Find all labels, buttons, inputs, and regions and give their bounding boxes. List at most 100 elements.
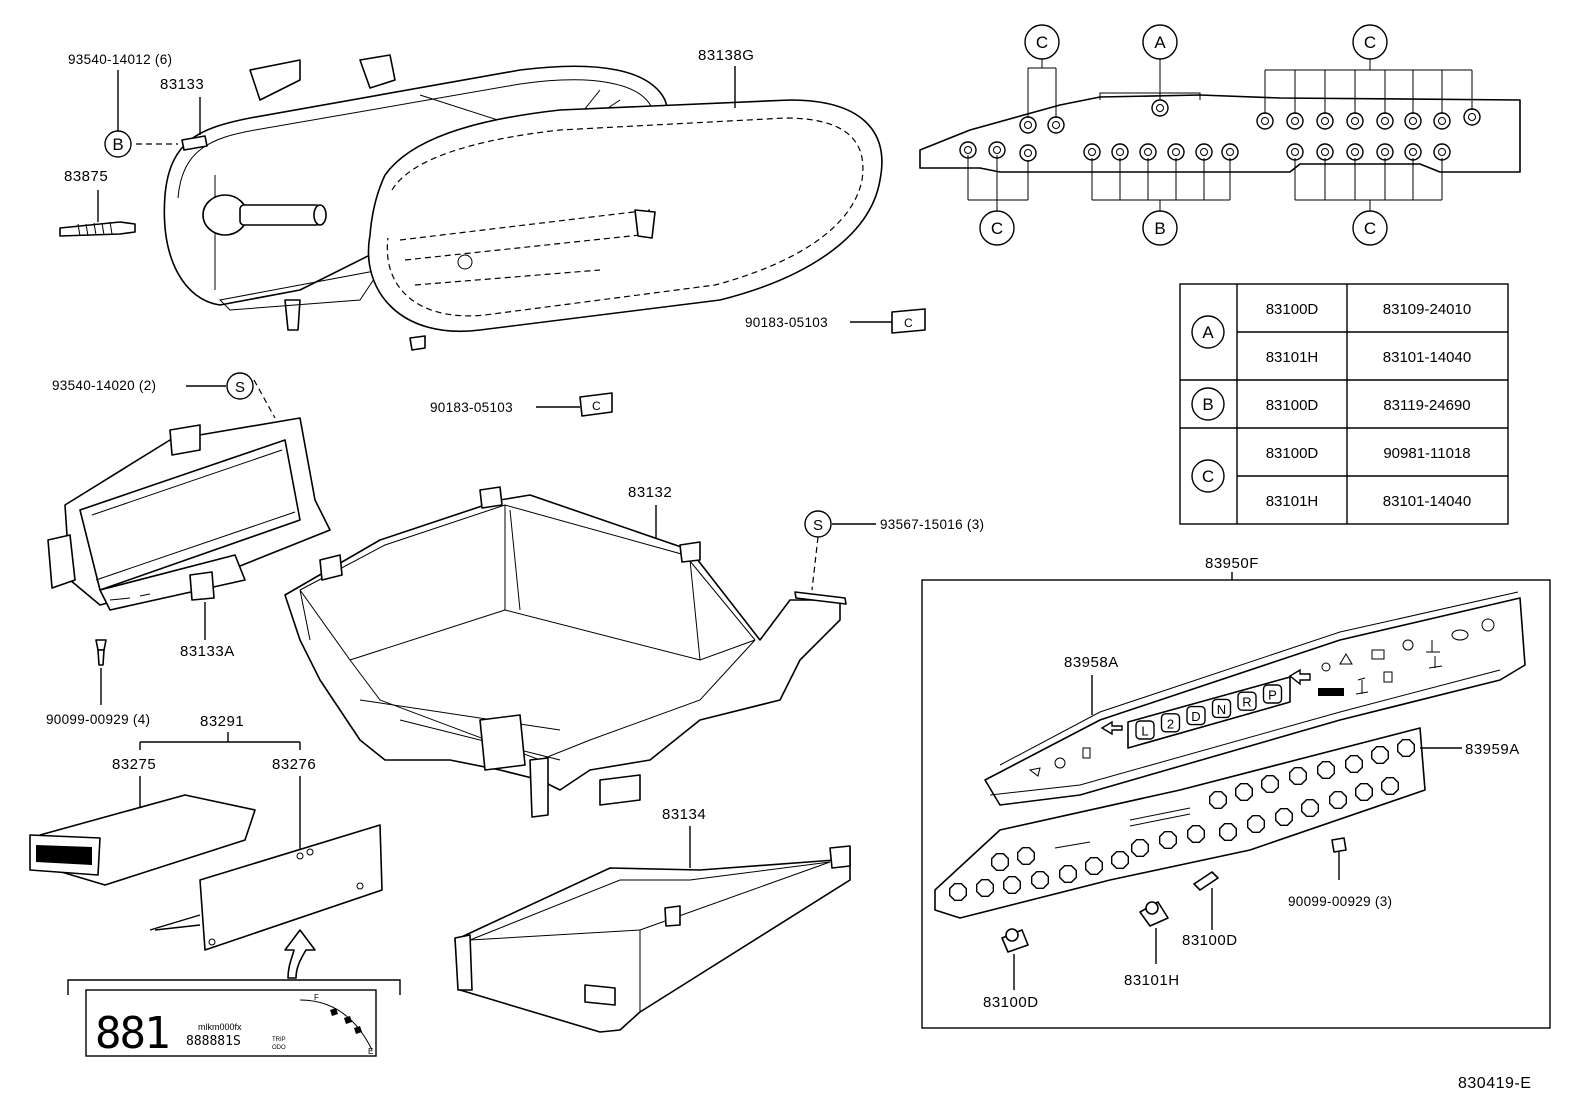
svg-text:C: C bbox=[1364, 33, 1376, 52]
board-hole bbox=[1030, 871, 1050, 889]
board-hole bbox=[949, 883, 967, 901]
callout-B-top-left: B bbox=[104, 130, 132, 158]
svg-text:S: S bbox=[235, 379, 245, 396]
svg-text:S: S bbox=[813, 517, 823, 534]
svg-text:C: C bbox=[1364, 219, 1376, 238]
bulb-83101H-socket bbox=[1139, 901, 1169, 927]
cruise-icon bbox=[1355, 677, 1369, 695]
bulb-socket bbox=[1376, 112, 1394, 130]
svg-text:D: D bbox=[1191, 709, 1200, 724]
label-83276: 83276 bbox=[272, 756, 316, 773]
board-hole bbox=[991, 853, 1009, 871]
screw-93567-15016 bbox=[794, 591, 847, 605]
board-hole bbox=[1208, 791, 1228, 809]
check-icon bbox=[1481, 618, 1495, 632]
table-cell: 83101-14040 bbox=[1383, 349, 1471, 366]
label-83133: 83133 bbox=[160, 76, 204, 93]
label-93540-14020: 93540-14020 (2) bbox=[52, 378, 156, 393]
oil-icon bbox=[1451, 629, 1469, 641]
board-hole bbox=[1246, 815, 1266, 833]
board-hole bbox=[1260, 775, 1280, 793]
bulb-socket bbox=[1404, 143, 1422, 161]
right-arrow-icon bbox=[1288, 668, 1311, 686]
screw-90099-00929-3 bbox=[1331, 837, 1347, 880]
overdrive-icon bbox=[1318, 688, 1344, 696]
label-83100D-a: 83100D bbox=[983, 994, 1039, 1011]
label-83959A: 83959A bbox=[1465, 741, 1520, 758]
board-hole bbox=[1186, 825, 1206, 843]
callout-S-right: S bbox=[804, 510, 832, 538]
label-90183-05103-a: 90183-05103 bbox=[745, 315, 828, 330]
bulb-socket bbox=[1139, 143, 1157, 161]
label-83275: 83275 bbox=[112, 756, 156, 773]
table-cell: 83101H bbox=[1266, 493, 1319, 510]
board-hole bbox=[1274, 808, 1294, 826]
temp-icon bbox=[1426, 640, 1440, 653]
svg-text:F: F bbox=[314, 993, 319, 1002]
screw-90099-00929-4 bbox=[95, 639, 107, 666]
bulb-socket bbox=[1463, 108, 1481, 126]
label-93540-14012: 93540-14012 (6) bbox=[68, 52, 172, 67]
bulb-socket bbox=[1167, 143, 1185, 161]
label-83100D-b: 83100D bbox=[1182, 932, 1238, 949]
label-90183-05103-b: 90183-05103 bbox=[430, 400, 513, 415]
table-cell: 90981-11018 bbox=[1383, 445, 1470, 462]
board-hole bbox=[1344, 755, 1364, 773]
light-icon bbox=[1321, 662, 1331, 672]
gear-indicator-P: P bbox=[1262, 684, 1283, 704]
svg-text:C: C bbox=[1036, 33, 1048, 52]
board-hole bbox=[1058, 865, 1078, 883]
svg-text:E: E bbox=[368, 1047, 373, 1056]
svg-text:C: C bbox=[904, 316, 913, 330]
table-cell: 83100D bbox=[1266, 445, 1319, 462]
lcd-holder-83133A bbox=[47, 417, 331, 611]
board-hole bbox=[1328, 791, 1348, 809]
bulb-socket bbox=[1433, 112, 1451, 130]
svg-text:A: A bbox=[1154, 33, 1166, 52]
board-hole bbox=[1288, 767, 1308, 785]
label-83132: 83132 bbox=[628, 484, 672, 501]
gauge-icon bbox=[1054, 757, 1066, 769]
lcd-odo: 888881S bbox=[186, 1034, 241, 1049]
table-cell: 83100D bbox=[1266, 397, 1319, 414]
bulb-socket bbox=[1256, 112, 1274, 130]
callout-B-bottom: B bbox=[1142, 210, 1178, 246]
board-hole bbox=[1300, 799, 1320, 817]
bulb-socket bbox=[1433, 143, 1451, 161]
label-90099-00929-3: 90099-00929 (3) bbox=[1288, 894, 1392, 909]
lcd-digits: 881 bbox=[95, 1008, 168, 1059]
bulb-socket bbox=[1286, 143, 1304, 161]
label-83950F: 83950F bbox=[1205, 555, 1259, 572]
svg-text:2: 2 bbox=[1167, 716, 1174, 731]
callout-C-bottom-2: C bbox=[1352, 210, 1388, 246]
board-hole bbox=[1396, 739, 1416, 757]
board-hole bbox=[1380, 777, 1400, 795]
table-cell: 83100D bbox=[1266, 301, 1319, 318]
board-hole bbox=[1316, 761, 1336, 779]
bulb-socket bbox=[1111, 143, 1129, 161]
bulb-socket bbox=[1346, 143, 1364, 161]
fuel-icon bbox=[1028, 767, 1041, 777]
bulb-socket bbox=[1195, 143, 1213, 161]
table-cell: 83101H bbox=[1266, 349, 1319, 366]
gear-indicator-2: 2 bbox=[1160, 713, 1181, 733]
board-hole bbox=[1110, 851, 1130, 869]
table-cell: 83109-24010 bbox=[1383, 301, 1471, 318]
pump-icon bbox=[1082, 747, 1091, 759]
bulb-83100D-socket bbox=[1001, 928, 1029, 953]
bulb-socket bbox=[959, 141, 977, 159]
bulb-socket bbox=[1376, 143, 1394, 161]
lcd-display-sample: 881 mlkm000fx 888881S TRIP ODO F E bbox=[67, 979, 401, 1059]
person-icon bbox=[1339, 653, 1353, 665]
pin-83875 bbox=[59, 221, 136, 237]
label-90099-00929-4: 90099-00929 (4) bbox=[46, 712, 150, 727]
board-hole bbox=[976, 879, 994, 897]
bulb-socket bbox=[1083, 143, 1101, 161]
bulb-socket bbox=[1346, 112, 1364, 130]
bulb-socket bbox=[1019, 116, 1037, 134]
svg-text:N: N bbox=[1217, 702, 1226, 717]
label-83134: 83134 bbox=[662, 806, 706, 823]
svg-text:B: B bbox=[1154, 219, 1165, 238]
table-key-C: C bbox=[1202, 467, 1214, 486]
